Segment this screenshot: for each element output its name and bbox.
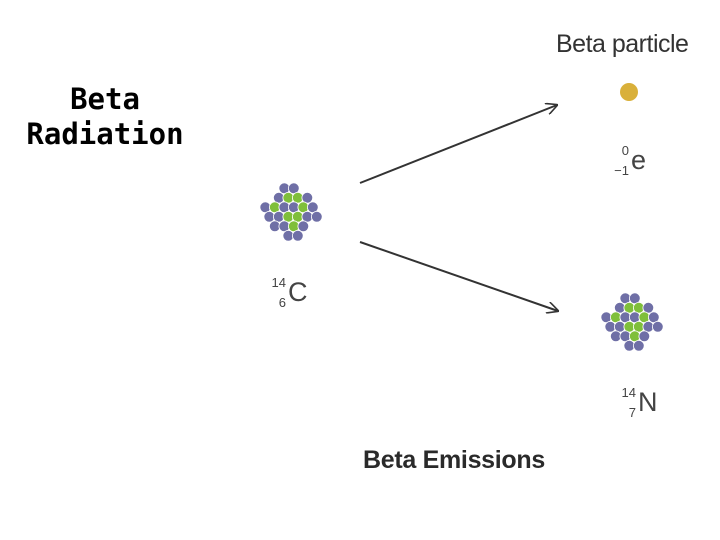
- arrow-to-beta-particle: [359, 105, 557, 184]
- nitrogen-atomic-number: 7: [628, 405, 636, 420]
- proton-sphere: [311, 211, 323, 223]
- proton-sphere: [292, 230, 304, 242]
- arrow-to-nitrogen: [359, 241, 558, 311]
- carbon-symbol: C: [288, 277, 308, 307]
- proton-sphere: [632, 339, 645, 352]
- electron-notation: 0 −1 e: [603, 142, 663, 192]
- slide-title-line-2: Radiation: [26, 117, 184, 151]
- proton-sphere: [297, 220, 310, 233]
- carbon-mass-number: 14: [271, 275, 286, 290]
- electron-charge-number: −1: [614, 163, 629, 178]
- beta-emission-figure: Beta particle 0 −1 e 14 6 C 14 7 N Beta …: [230, 0, 720, 510]
- nitrogen-mass-number: 14: [621, 385, 636, 400]
- proton-sphere: [651, 320, 664, 333]
- beta-particle-label: Beta particle: [556, 30, 689, 58]
- slide-title: Beta Radiation: [10, 82, 200, 152]
- beta-particle-dot: [620, 83, 638, 101]
- carbon-atomic-number: 6: [278, 295, 286, 310]
- proton-sphere: [638, 330, 651, 343]
- nitrogen-14-notation: 14 7 N: [610, 384, 670, 434]
- diagram-graphics: [259, 83, 664, 352]
- nitrogen-symbol: N: [638, 387, 658, 417]
- carbon-14-notation: 14 6 C: [260, 274, 320, 324]
- slide-title-line-1: Beta: [70, 82, 140, 116]
- carbon-nucleus: [259, 182, 323, 242]
- electron-symbol: e: [631, 145, 647, 175]
- electron-mass-number: 0: [621, 143, 629, 158]
- nitrogen-nucleus: [600, 292, 664, 352]
- figure-caption: Beta Emissions: [363, 446, 545, 474]
